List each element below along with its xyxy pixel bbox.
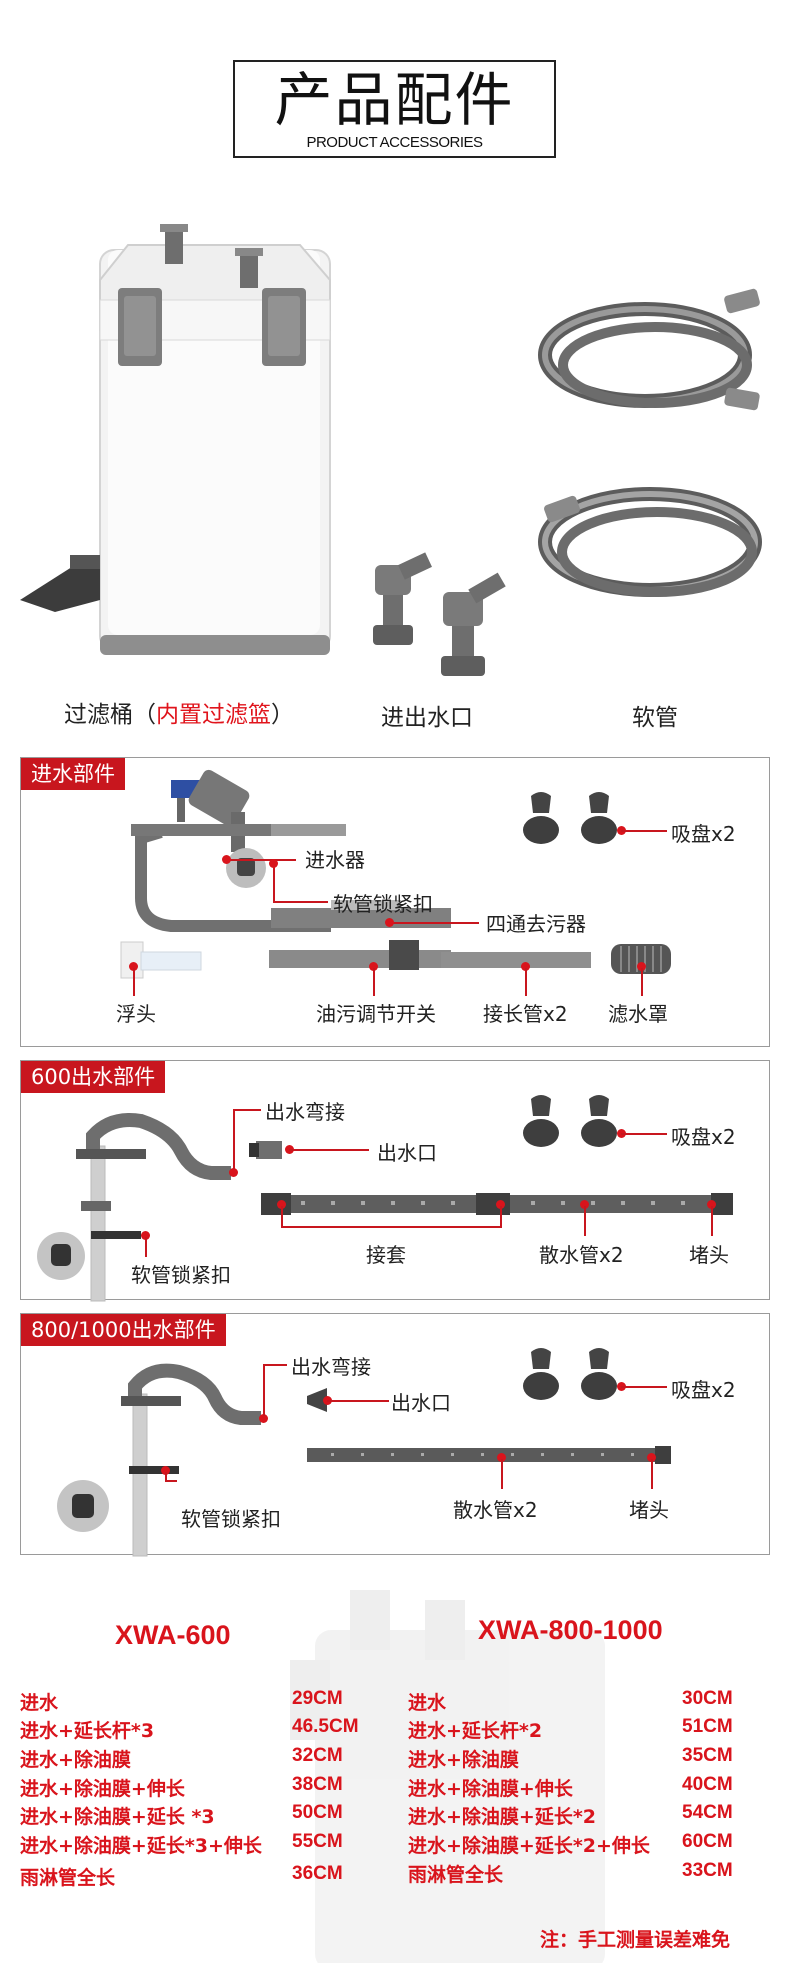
outlet-800-diagram — [57, 1348, 671, 1557]
spec-right-row: 进水+除油膜+伸长 — [408, 1778, 573, 1800]
outlet-600-label: 出水口 — [377, 1141, 437, 1165]
spec-left-row: 进水+除油膜+伸长 — [20, 1778, 185, 1800]
valves-caption: 进出水口 — [381, 705, 473, 731]
spec-left-value: 38CM — [292, 1774, 343, 1795]
spray-bar-800-label: 散水管x2 — [453, 1498, 538, 1522]
outlet-800-label: 出水口 — [391, 1391, 451, 1415]
spec-right-value: 30CM — [682, 1688, 733, 1709]
suction-label-2: 吸盘x2 — [671, 1125, 736, 1149]
hose-clamp-600-label: 软管锁紧扣 — [131, 1263, 231, 1287]
strainer-label: 滤水罩 — [608, 1002, 668, 1026]
spec-right-value: 33CM — [682, 1860, 733, 1881]
intake-panel-tag: 进水部件 — [21, 758, 125, 790]
page-title-box: 产品配件 PRODUCT ACCESSORIES — [233, 60, 556, 158]
spray-bar-600-label: 散水管x2 — [539, 1243, 624, 1267]
spec-left-value: 50CM — [292, 1802, 343, 1823]
outlet-800-panel-tag: 800/1000出水部件 — [21, 1314, 226, 1346]
hose-clamp-800-label: 软管锁紧扣 — [181, 1507, 281, 1531]
spec-left-title: XWA-600 — [115, 1620, 231, 1650]
end-cap-600-label: 堵头 — [689, 1243, 729, 1267]
suction-label-1: 吸盘x2 — [671, 822, 736, 846]
spec-left-value: 46.5CM — [292, 1716, 359, 1737]
spec-left-row: 进水+除油膜+延长 *3 — [20, 1806, 215, 1828]
intake-parts-panel: 进水部件 进水器 — [20, 757, 770, 1047]
spec-right-row: 进水+除油膜+延长*2+伸长 — [408, 1835, 650, 1857]
oil-switch-label: 油污调节开关 — [316, 1002, 436, 1026]
inlet-outlet-valves-image — [373, 552, 506, 676]
elbow-600-label: 出水弯接 — [265, 1100, 345, 1124]
canister-filter-image — [20, 224, 331, 655]
hose-clamp-label: 软管锁紧扣 — [333, 892, 433, 916]
outlet-800-panel: 800/1000出水部件 出水弯接 出水口 软管锁紧扣 散水管x2 堵头 — [20, 1313, 770, 1557]
float-label: 浮头 — [116, 1002, 156, 1026]
spec-left-value: 55CM — [292, 1831, 343, 1852]
measurement-note: 注：手工测量误差难免 — [540, 1929, 731, 1951]
spec-left-value: 29CM — [292, 1688, 343, 1709]
spec-left-value: 36CM — [292, 1863, 343, 1884]
hose-caption: 软管 — [632, 705, 678, 731]
spec-left-value: 32CM — [292, 1745, 343, 1766]
intake-label: 进水器 — [305, 848, 365, 872]
spec-right-row: 进水 — [408, 1692, 447, 1714]
spec-right-value: 35CM — [682, 1745, 733, 1766]
spec-left-row: 进水+除油膜+延长*3+伸长 — [20, 1835, 262, 1857]
elbow-800-label: 出水弯接 — [291, 1355, 371, 1379]
end-cap-800-label: 堵头 — [629, 1498, 669, 1522]
spec-right-row: 雨淋管全长 — [408, 1864, 504, 1886]
suction-label-3: 吸盘x2 — [671, 1378, 736, 1402]
faded-canister-watermark — [290, 1590, 605, 1963]
spec-left-row: 进水 — [20, 1692, 59, 1714]
spec-left-row: 雨淋管全长 — [20, 1867, 116, 1889]
spec-right-value: 40CM — [682, 1774, 733, 1795]
spec-right-value: 60CM — [682, 1831, 733, 1852]
spec-right-row: 进水+延长杆*2 — [408, 1720, 543, 1742]
page-title: 产品配件 — [274, 66, 515, 134]
extension-label: 接长管x2 — [483, 1002, 568, 1026]
spec-right-row: 进水+除油膜 — [408, 1749, 519, 1771]
hoses-image — [538, 288, 762, 597]
spec-right-value: 54CM — [682, 1802, 733, 1823]
skimmer-label: 四通去污器 — [486, 912, 586, 936]
spec-right-title: XWA-800-1000 — [478, 1615, 663, 1645]
page-subtitle: PRODUCT ACCESSORIES — [306, 134, 483, 151]
spec-left-row: 进水+除油膜 — [20, 1749, 131, 1771]
spec-right-row: 进水+除油膜+延长*2 — [408, 1806, 596, 1828]
sleeve-label: 接套 — [366, 1243, 406, 1267]
spec-left-row: 进水+延长杆*3 — [20, 1720, 155, 1742]
canister-caption: 过滤桶（内置过滤篮） — [64, 702, 294, 728]
spec-right-value: 51CM — [682, 1716, 733, 1737]
outlet-600-panel-tag: 600出水部件 — [21, 1061, 166, 1093]
outlet-600-panel: 600出水部件 出水弯接 出水口 软管锁紧扣 — [20, 1060, 770, 1302]
